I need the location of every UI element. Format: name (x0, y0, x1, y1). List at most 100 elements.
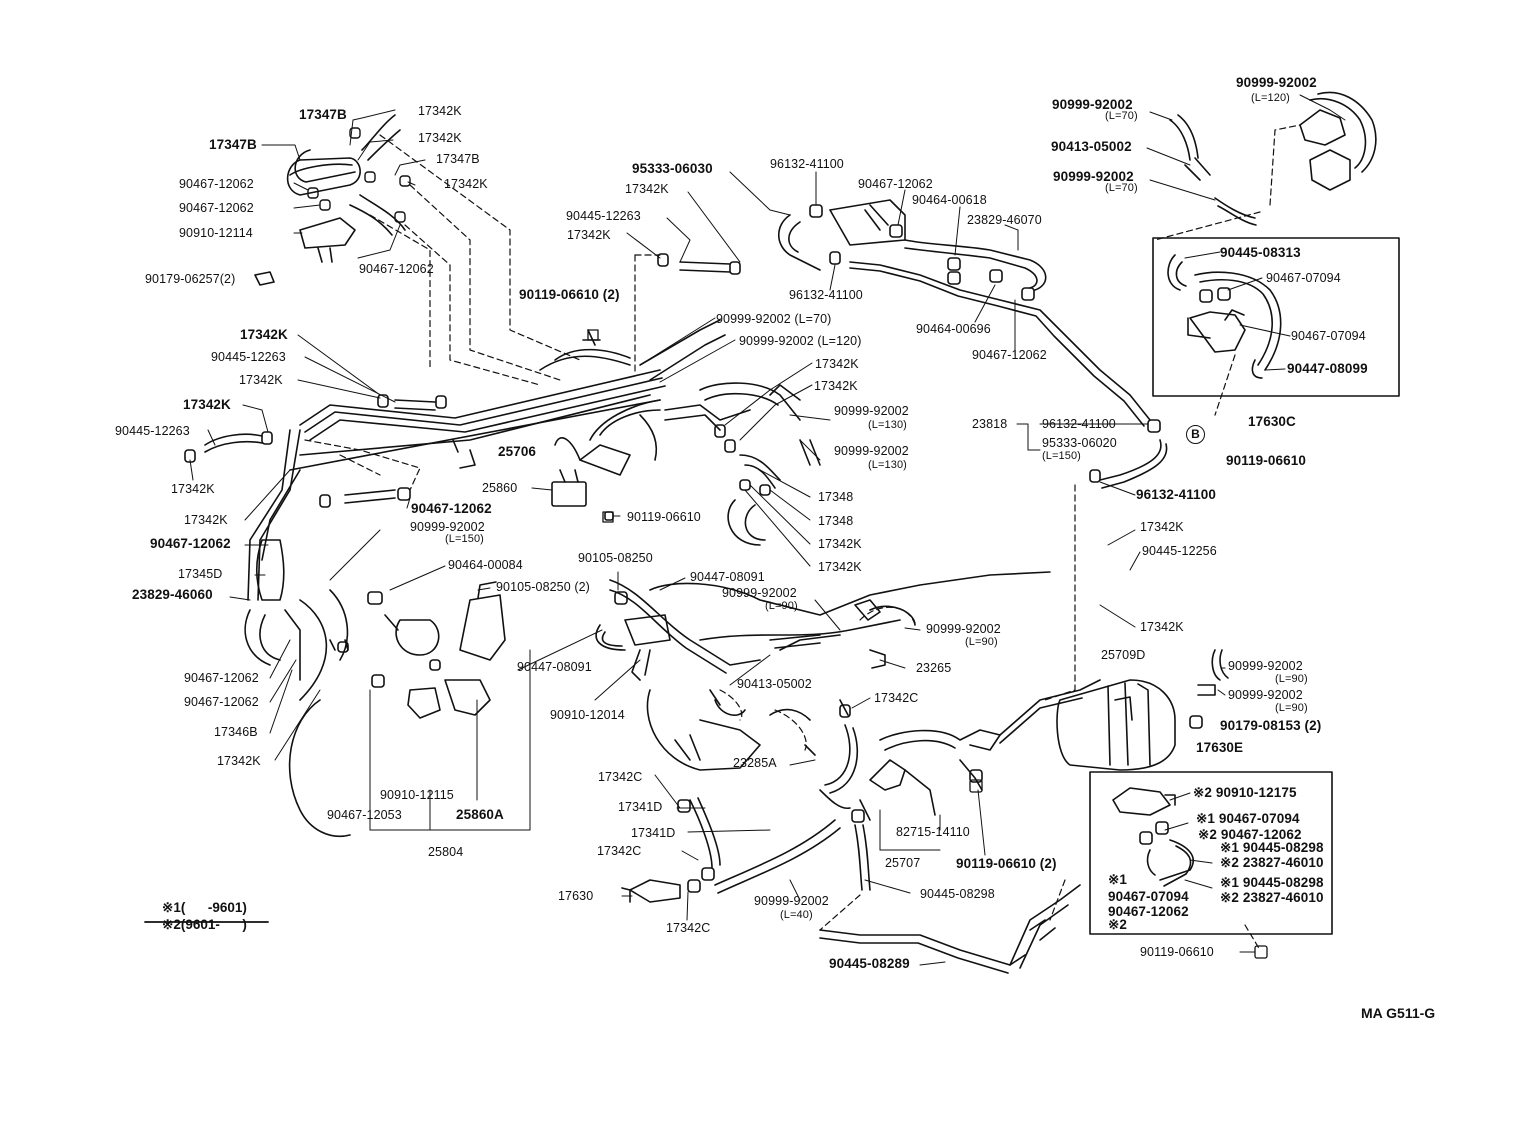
intake-dashed (719, 484, 1076, 751)
box-17630c (1152, 237, 1400, 397)
part-label: 90119-06610 (1140, 945, 1214, 959)
dashed-guides-top-left (369, 134, 661, 386)
part-label: 90910-12115 (380, 788, 454, 802)
part-label: 90467-12062 (972, 348, 1047, 362)
part-label: (L=120) (1251, 92, 1290, 104)
part-label: 90119-06610 (1226, 453, 1306, 468)
part-label: 95333-06030 (632, 161, 713, 176)
part-label: 25709D (1101, 648, 1146, 662)
part-label: 90467-12062 (858, 177, 933, 191)
part-label: 90999-92002 (1228, 659, 1303, 673)
part-label: 90464-00618 (912, 193, 987, 207)
part-label: ※2 (1108, 917, 1128, 932)
part-label: ※1 90467-07094 (1196, 811, 1300, 826)
part-label: 90999-92002 (L=70) (716, 312, 832, 326)
part-label: 90179-08153 (2) (1220, 718, 1322, 733)
part-label: 90445-12256 (1142, 544, 1217, 558)
part-label: 96132-41100 (770, 157, 844, 171)
part-label: 90119-06610 (2) (519, 287, 620, 302)
part-label: 17348 (818, 514, 854, 528)
part-label: 17342K (818, 537, 862, 551)
part-label: 17342C (598, 770, 643, 784)
part-label: 90467-07094 (1266, 271, 1341, 285)
part-label: 17342K (818, 560, 862, 574)
part-label: 96132-41100 (1136, 487, 1216, 502)
callout-b-marker: B (1186, 425, 1205, 444)
part-label: 23829-46060 (132, 587, 213, 602)
part-label: 90119-06610 (2) (956, 856, 1057, 871)
part-label: ※2 90467-12062 (1198, 827, 1302, 842)
part-label: ※1 (1108, 872, 1128, 887)
part-label: 17342K (217, 754, 261, 768)
part-label: 17630 (558, 889, 594, 903)
part-label: 17342K (240, 327, 288, 342)
part-label: 90105-08250 (578, 551, 653, 565)
part-label: 90445-08289 (829, 956, 910, 971)
part-label: ※2 23827-46010 (1220, 890, 1324, 905)
part-label: 90467-12062 (359, 262, 434, 276)
part-label: 90467-07094 (1108, 889, 1189, 904)
part-label: (L=90) (1275, 673, 1308, 685)
part-label: 90447-08091 (517, 660, 592, 674)
canister-25709d (1056, 649, 1229, 771)
part-label: 90464-00696 (916, 322, 991, 336)
part-label: 90105-08250 (2) (496, 580, 590, 594)
part-label: 90999-92002 (722, 586, 797, 600)
part-label: 23818 (972, 417, 1008, 431)
part-label: 17630C (1248, 414, 1296, 429)
part-label: 90445-12263 (566, 209, 641, 223)
top-right-cluster (1169, 91, 1377, 226)
box-17630e (1089, 771, 1333, 935)
part-label: 17341D (631, 826, 676, 840)
part-label: 17630E (1196, 740, 1244, 755)
part-label: ※2 23827-46010 (1220, 855, 1324, 870)
lower-center-hoses (621, 679, 1101, 903)
legend-line-1: ※1( -9601) (162, 900, 247, 915)
part-label: 17345D (178, 567, 223, 581)
part-label: (L=130) (868, 419, 907, 431)
part-label: (L=90) (1275, 702, 1308, 714)
part-label: 90999-92002 (L=120) (739, 334, 862, 348)
part-label: 96132-41100 (789, 288, 863, 302)
part-label: 25707 (885, 856, 921, 870)
part-label: 17342K (418, 104, 462, 118)
part-label: 90467-12062 (150, 536, 231, 551)
legend-line-2: ※2(9601- ) (162, 917, 247, 932)
part-label: 90467-12062 (411, 501, 492, 516)
part-label: 96132-41100 (1042, 417, 1116, 431)
part-label: 25860A (456, 807, 504, 822)
part-label: 90999-92002 (1228, 688, 1303, 702)
part-label: 17342K (239, 373, 283, 387)
part-label: ※1 90445-08298 (1220, 840, 1324, 855)
bottom-pipe (819, 884, 1081, 974)
part-label: 90467-12062 (1108, 904, 1189, 919)
part-label: 17342K (1140, 620, 1184, 634)
part-label: 90445-08298 (920, 887, 995, 901)
part-label: 90910-12014 (550, 708, 625, 722)
part-label: 90445-08313 (1220, 245, 1301, 260)
part-label: 90999-92002 (410, 520, 485, 534)
part-label: 90445-12263 (211, 350, 286, 364)
part-label: 17347B (436, 152, 480, 166)
fastener-bolts (587, 329, 1268, 959)
part-label: 90467-12062 (184, 671, 259, 685)
part-label: 95333-06020 (1042, 436, 1117, 450)
part-label: 23265 (916, 661, 952, 675)
part-label: 90413-05002 (737, 677, 812, 691)
part-label: (L=70) (1105, 110, 1138, 122)
part-label: 17342K (567, 228, 611, 242)
part-label: 17347B (209, 137, 257, 152)
part-label: 17342K (183, 397, 231, 412)
part-label: 90467-12062 (184, 695, 259, 709)
part-label: 90999-92002 (1053, 169, 1134, 184)
part-label: 17346B (214, 725, 258, 739)
part-label: 90467-12053 (327, 808, 402, 822)
part-label: 17342K (1140, 520, 1184, 534)
part-label: 17347B (299, 107, 347, 122)
part-label: 90179-06257(2) (145, 272, 236, 286)
dashed-guides-top-right (1154, 124, 1301, 416)
part-label: 90467-07094 (1291, 329, 1366, 343)
top-left-hose-cluster (254, 114, 406, 286)
part-label: (L=90) (765, 600, 798, 612)
